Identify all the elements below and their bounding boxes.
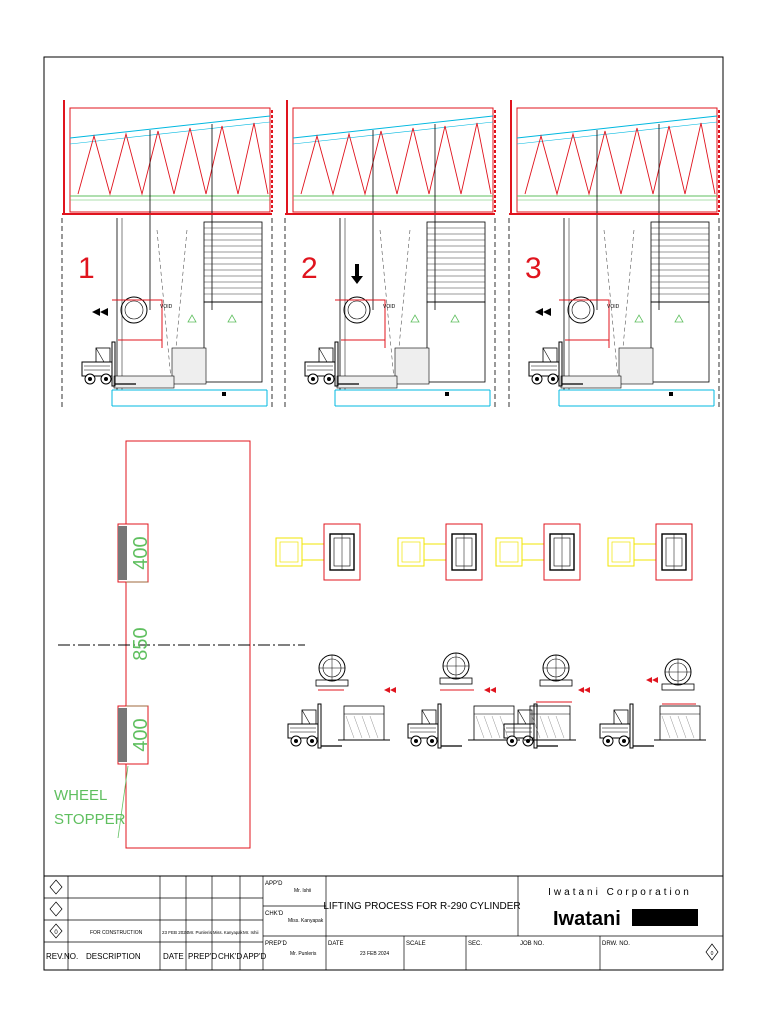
- revision-diamond-icon: [49, 923, 63, 939]
- arrow-left-icon: [535, 308, 551, 316]
- drawing-title: LIFTING PROCESS FOR R-290 CYLINDER: [323, 901, 520, 912]
- appd-label: APP'D: [265, 881, 283, 887]
- sec-label: SEC.: [468, 941, 482, 947]
- wheel-stopper-plan: 400 850 400 WHEEL STOPPER: [54, 440, 305, 849]
- revision-prepd: Mr. Punleris: [188, 930, 213, 935]
- header-appd: APP'D: [243, 952, 267, 961]
- void-label: VOID: [607, 304, 620, 310]
- company-name: Iwatani Corporation: [548, 887, 692, 898]
- drawing-revision: 0: [711, 951, 714, 957]
- job-no-label: JOB NO.: [520, 941, 544, 947]
- date-label: DATE: [328, 941, 344, 947]
- drw-no-label: DRW. NO.: [602, 941, 630, 947]
- revision-diamond-icon: [49, 901, 63, 917]
- company-logo: Iwatani: [553, 908, 621, 930]
- revision-diamond-icon: [705, 943, 719, 961]
- arrow-down-icon: [351, 264, 363, 284]
- arrow-right-icon: [92, 308, 108, 316]
- date-value: 23 FEB 2024: [360, 951, 389, 957]
- chkd-label: CHK'D: [265, 911, 284, 917]
- header-chkd: CHK'D: [218, 952, 242, 961]
- dimension-850: 850: [130, 627, 152, 660]
- prepd-label: PREP'D: [265, 941, 287, 947]
- header-prepd: PREP'D: [188, 952, 217, 961]
- wheel-stopper-label-1: WHEEL: [54, 787, 107, 804]
- revision-date: 23 FEB 2024: [162, 930, 189, 935]
- step-number: 1: [78, 252, 95, 285]
- dimension-400-bottom: 400: [130, 718, 152, 751]
- side-step-2: [407, 652, 521, 749]
- side-step-3: [503, 654, 590, 749]
- stopper-block-bottom: [118, 708, 127, 762]
- scale-label: SCALE: [406, 941, 426, 947]
- side-step-1: [287, 654, 396, 749]
- revision-diamond-icon: [49, 879, 63, 895]
- header-description: DESCRIPTION: [86, 952, 141, 961]
- arrow-left-icon: [646, 677, 658, 683]
- logo-bar: [632, 909, 698, 926]
- step-panel-3: 3 VOID: [509, 100, 719, 410]
- void-label: VOID: [160, 304, 173, 310]
- revision-description: FOR CONSTRUCTION: [90, 930, 143, 936]
- step-number: 3: [525, 252, 542, 285]
- void-label: VOID: [383, 304, 396, 310]
- arrow-right-icon: [384, 687, 396, 693]
- leader-line: [117, 765, 129, 839]
- step-number: 2: [301, 252, 318, 285]
- step-panel-1: 1 VOID: [62, 100, 272, 410]
- side-view-sequence: [287, 652, 707, 749]
- appd-name: Mr. Ishii: [294, 888, 311, 894]
- top-view-1: [275, 523, 361, 581]
- header-date: DATE: [163, 952, 184, 961]
- top-view-3: [495, 523, 581, 581]
- top-view-2: [397, 523, 483, 581]
- stopper-block-top: [118, 526, 127, 580]
- revision-appd: Mr. Ishii: [243, 930, 259, 935]
- title-block: 0 FOR CONSTRUCTION 23 FEB 2024 Mr. Punle…: [43, 875, 724, 971]
- prepd-name: Mr. Punleris: [290, 951, 317, 957]
- wheel-stopper-label-2: STOPPER: [54, 811, 126, 828]
- revision-number: 0: [54, 930, 58, 936]
- header-rev-no: REV.NO.: [46, 952, 78, 961]
- top-view-sequence: [275, 523, 693, 581]
- revision-chkd: Miss. Kanyapak: [213, 930, 243, 935]
- top-view-4: [607, 523, 693, 581]
- side-step-4: [599, 658, 707, 749]
- arrow-right-icon: [578, 687, 590, 693]
- step-panel-2: 2 VOID: [285, 100, 495, 410]
- chkd-name: Miss. Kanyapak: [288, 918, 324, 924]
- dimension-400-top: 400: [130, 536, 152, 569]
- arrow-right-icon: [484, 687, 496, 693]
